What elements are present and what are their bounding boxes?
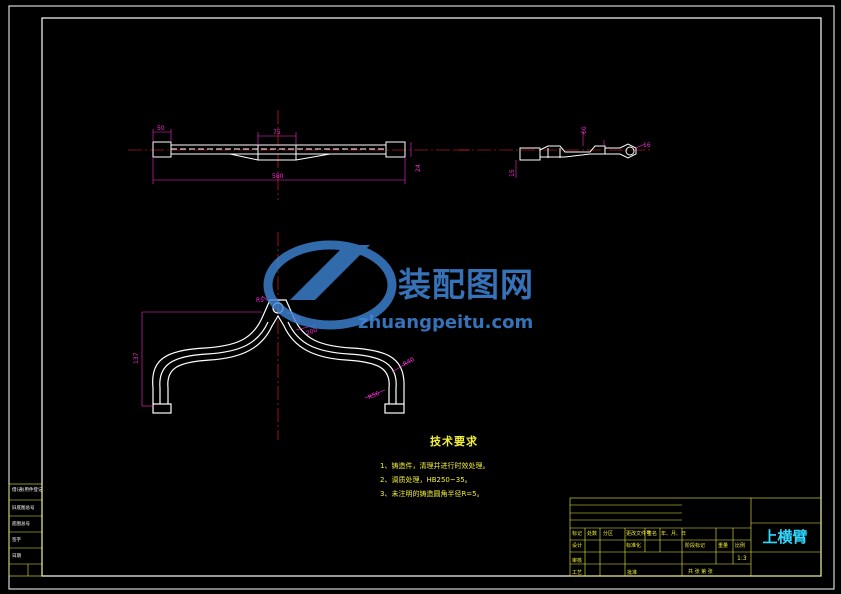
tb-standardization: 标准化 (626, 543, 642, 549)
dim-side-15: 15 (509, 169, 516, 177)
tb-approve: 批准 (627, 570, 638, 576)
tb-process: 工艺 (572, 570, 583, 576)
dim-plan-137: 137 (133, 352, 140, 364)
tb-stage-marks: 阶段标记 (685, 543, 706, 549)
dim-plan-R40: R40 (402, 356, 416, 368)
dim-plan-R5: R5 (256, 297, 264, 304)
inner-frame (41, 17, 822, 577)
watermark-logo (263, 240, 397, 330)
left-stamp (8, 483, 43, 577)
stamp-drawing-no: 底图总号 (12, 522, 30, 527)
tb-scale-label: 比例 (735, 543, 746, 549)
dim-top-75: 75 (273, 129, 281, 136)
tech-req-item: 2、调质处理，HB250~35。 (380, 476, 472, 484)
watermark-url: zhuangpeitu.com (358, 312, 534, 333)
watermark-brand: 装配图网 (398, 265, 534, 304)
tb-signature: 签名 (647, 531, 658, 537)
dim-plan-200: 200 (305, 327, 318, 338)
tb-design: 设计 (572, 543, 583, 549)
tech-req-item: 3、未注明的铸造圆角半径R=5。 (380, 490, 484, 498)
dim-top-24: 24 (415, 164, 422, 172)
dim-side-16: 16 (643, 142, 651, 149)
dim-side-60: 60 (581, 126, 588, 134)
tb-weight: 重量 (718, 543, 729, 549)
tb-zone: 分区 (603, 531, 614, 537)
stamp-date: 日期 (12, 554, 21, 559)
tech-req-item: 1、铸造件，清理并进行时效处理。 (380, 462, 490, 470)
side-view: 15 60 16 (455, 126, 651, 178)
dim-top-580: 580 (272, 173, 284, 180)
top-view: 50 75 580 24 (128, 110, 470, 200)
title-block (569, 497, 822, 577)
stamp-signature: 签字 (12, 538, 21, 543)
stamp-old-drawing-no: 旧底图总号 (12, 506, 35, 511)
tb-mark: 标记 (572, 531, 583, 537)
tb-review: 审核 (572, 558, 583, 564)
stamp-borrowed-parts: 借(通)用件登记 (12, 488, 43, 493)
tb-change-doc: 更改文件号 (626, 531, 652, 537)
tech-req-title: 技术要求 (430, 435, 478, 448)
outer-frame (8, 5, 835, 590)
tb-count: 处数 (587, 531, 598, 537)
tb-sheets: 共 张 第 张 (688, 569, 713, 575)
dim-top-50: 50 (157, 125, 165, 132)
tb-date: 年、月、日 (661, 531, 687, 537)
dim-plan-R56: R56 (367, 390, 381, 401)
part-name: 上横臂 (762, 528, 808, 546)
tb-scale: 1:3 (737, 555, 747, 562)
